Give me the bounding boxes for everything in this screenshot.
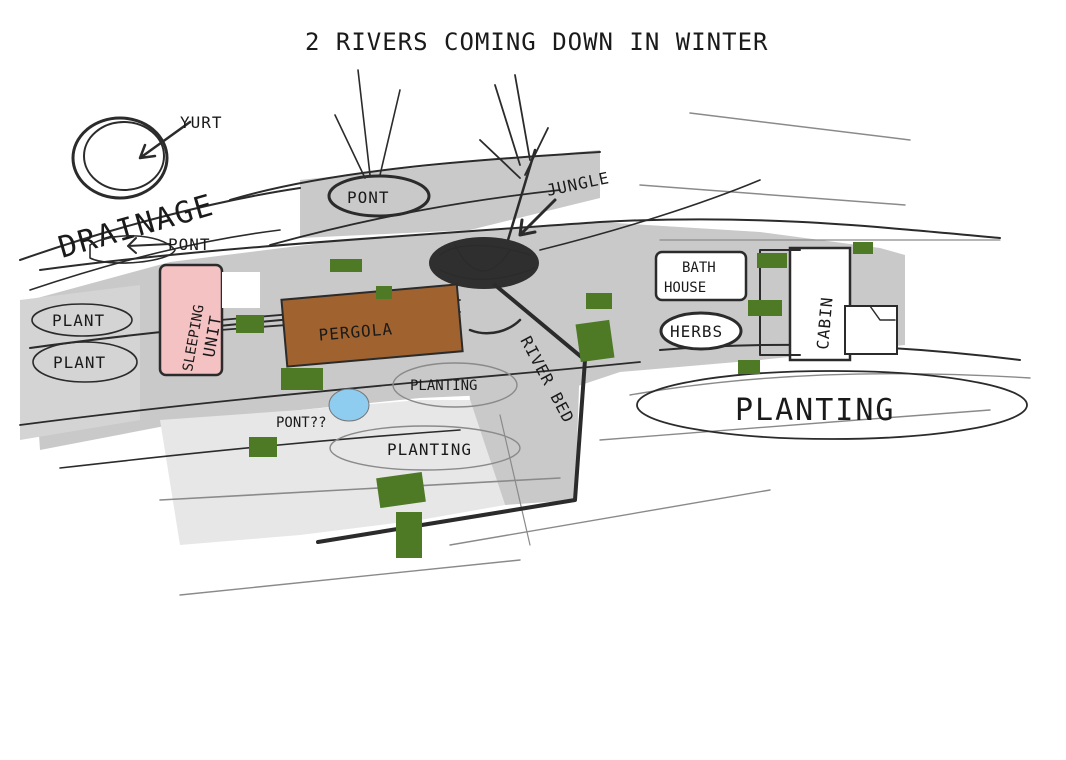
planting-lower: PLANTING <box>329 425 521 471</box>
herbs: HERBS <box>659 311 743 351</box>
bath-house: BATH HOUSE <box>654 250 748 302</box>
label-herbs: HERBS <box>670 322 723 341</box>
cabin: CABIN <box>759 246 898 362</box>
plant-2: PLANT <box>32 341 138 383</box>
pond: PONT?? <box>276 388 370 431</box>
label-plant-1: PLANT <box>52 311 105 330</box>
sleeping-unit: SLEEPING UNIT <box>158 263 260 377</box>
river-bed-line <box>316 283 587 544</box>
planting-right: PLANTING <box>636 370 1028 440</box>
arrow-icon <box>138 120 192 160</box>
label-planting-lower: PLANTING <box>387 440 472 459</box>
planting-center: PLANTING <box>392 362 518 408</box>
label-plant-2: PLANT <box>53 353 106 372</box>
label-planting-right: PLANTING <box>735 393 896 428</box>
yurt: YURT <box>71 113 223 200</box>
arrow-icon <box>518 198 557 237</box>
label-yurt: YURT <box>180 113 223 132</box>
label-pont-left: PONT <box>168 235 211 254</box>
label-cabin: CABIN <box>813 296 837 351</box>
label-planting-center: PLANTING <box>410 378 477 394</box>
label-pont-pond: PONT?? <box>276 415 327 431</box>
label-bath: BATH <box>682 260 716 276</box>
green-blocks <box>236 242 873 558</box>
arrow-icon <box>127 237 171 254</box>
label-pont-top: PONT <box>347 188 390 207</box>
pont-top: PONT <box>327 174 431 218</box>
pont-left: PONT <box>89 235 211 264</box>
page-title: 2 RIVERS COMING DOWN IN WINTER <box>305 28 768 56</box>
label-drainage: DRAINAGE <box>55 188 219 266</box>
label-house: HOUSE <box>664 280 706 296</box>
pergola: PERGOLA <box>280 283 464 368</box>
plant-1: PLANT <box>31 303 133 337</box>
